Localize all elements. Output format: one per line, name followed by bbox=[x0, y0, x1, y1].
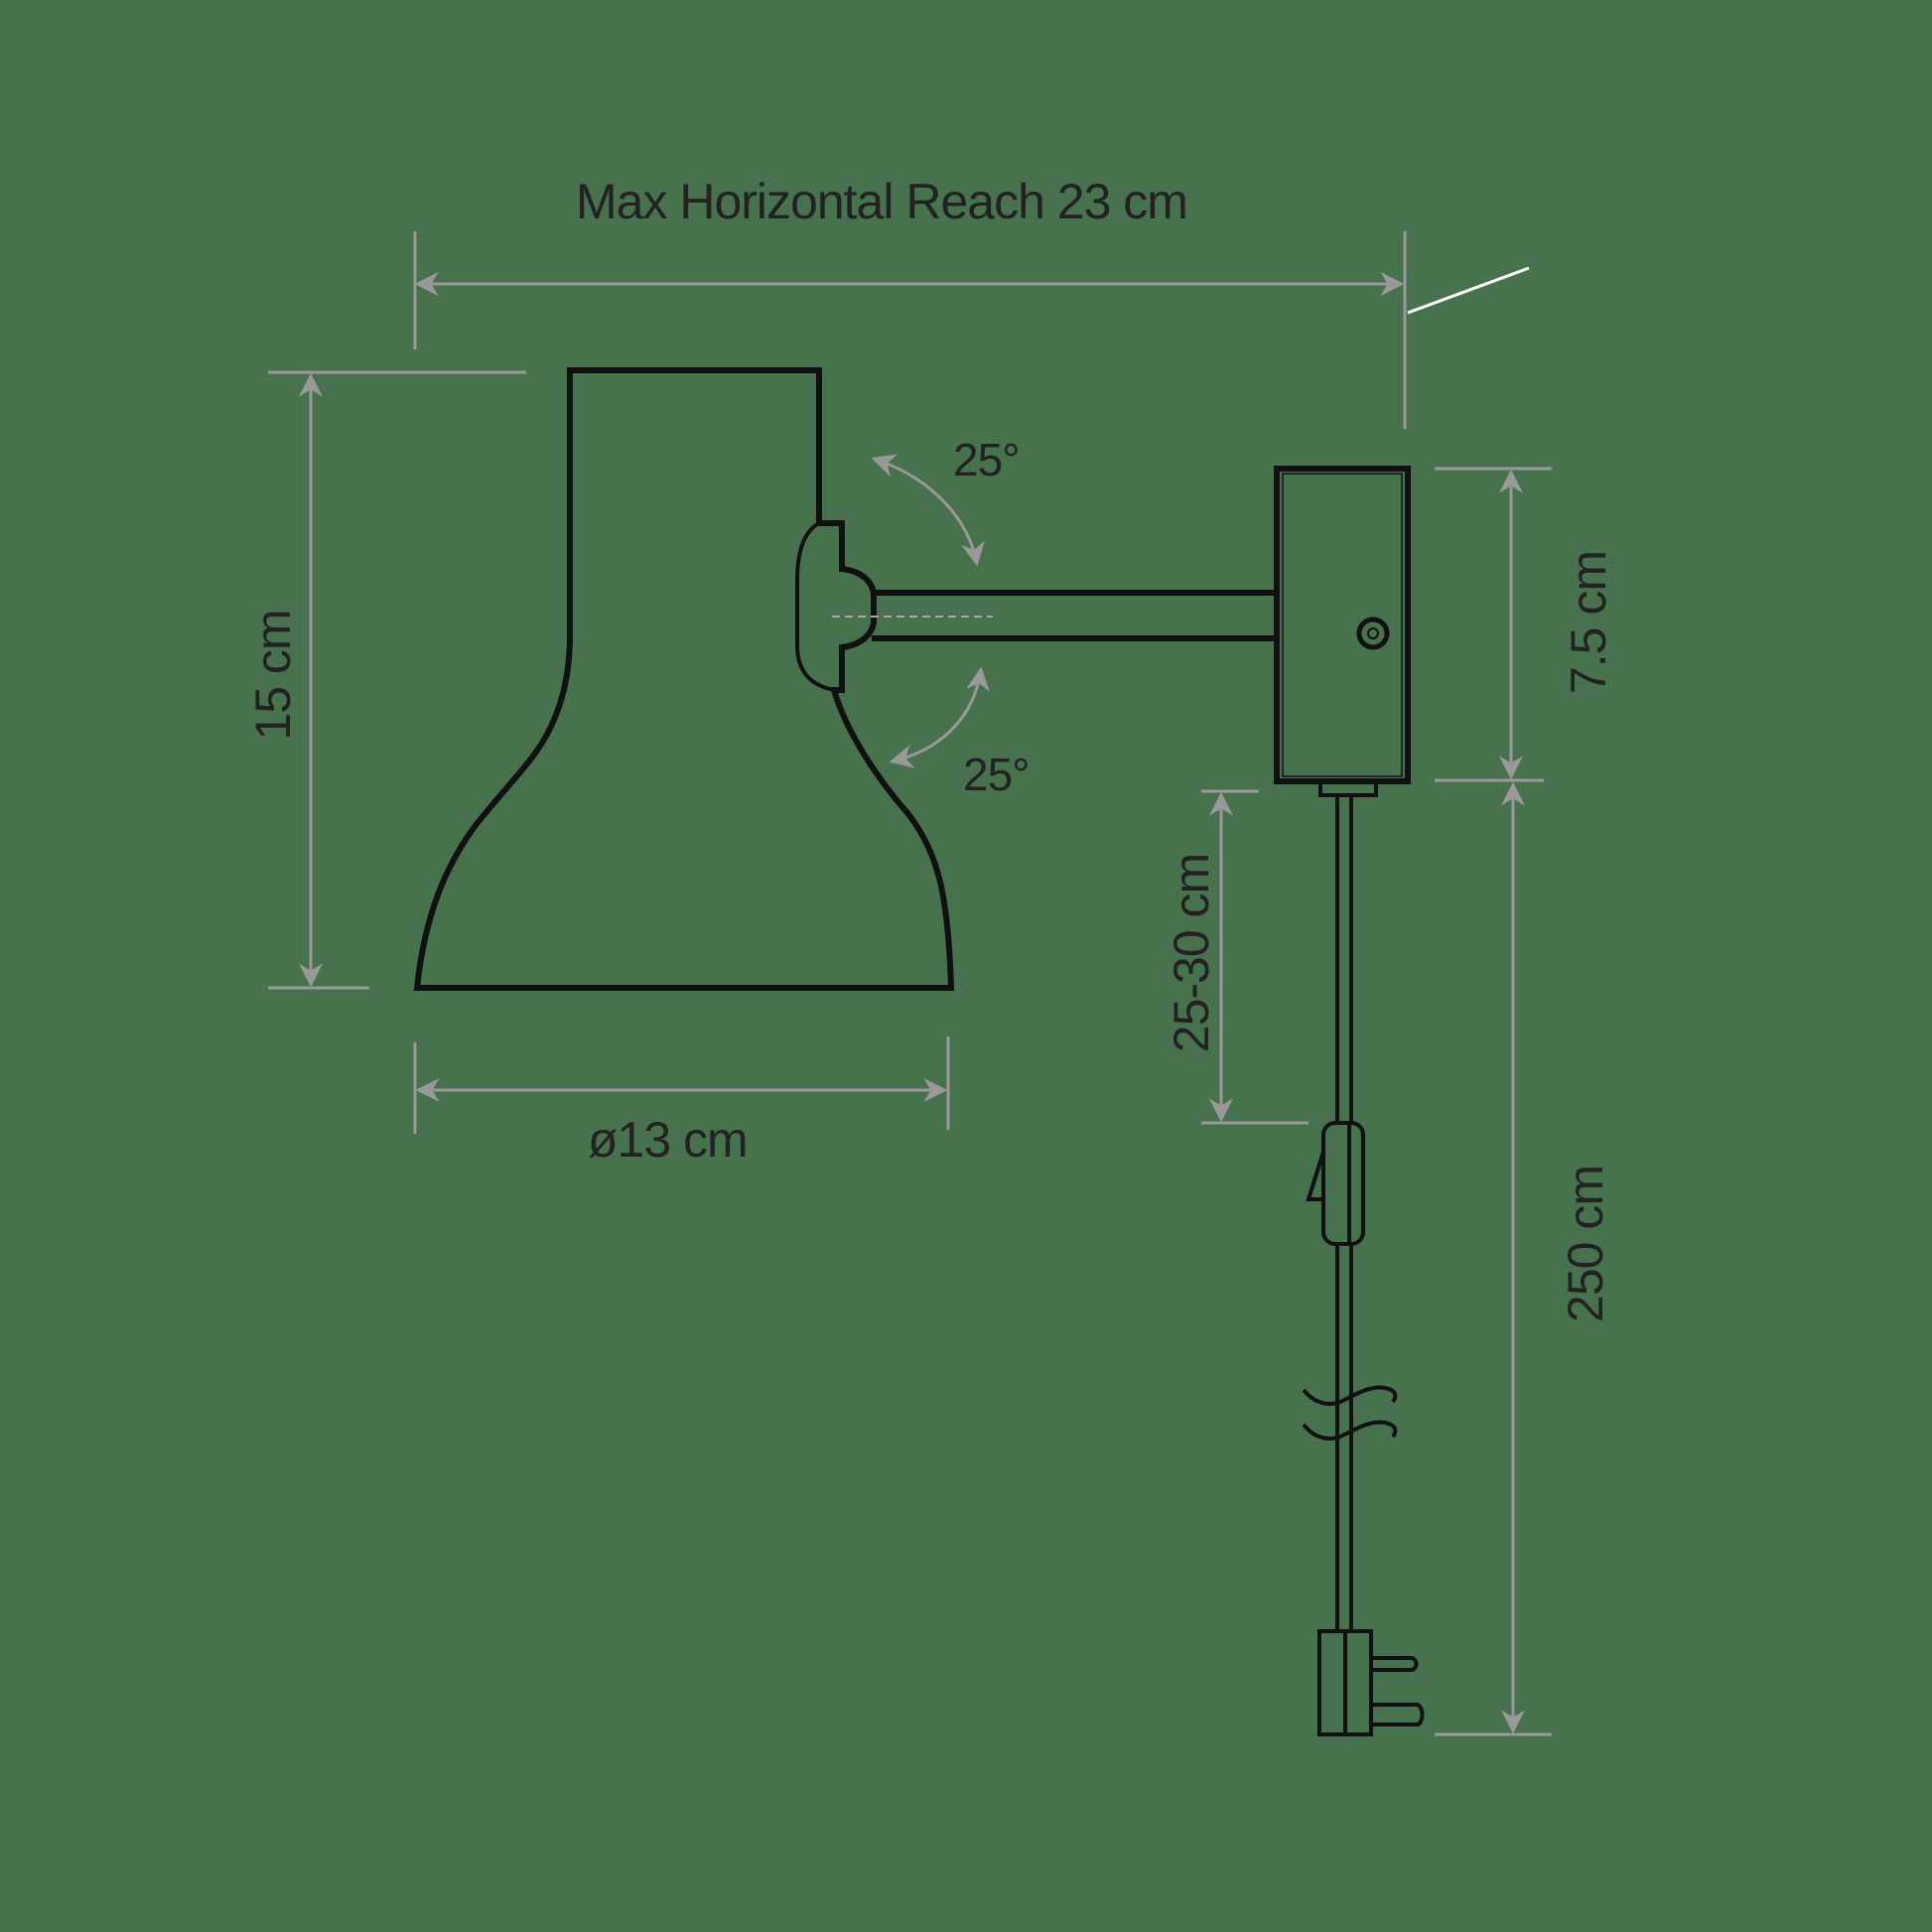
tilt-up-arrow bbox=[871, 454, 985, 567]
lamp-shade bbox=[413, 367, 955, 991]
shade-diameter-dimension bbox=[413, 1036, 950, 1134]
switch-distance-label: 25-30 cm bbox=[1164, 853, 1219, 1053]
tilt-up-label: 25° bbox=[953, 434, 1021, 485]
wall-mount bbox=[1274, 466, 1411, 797]
inline-switch bbox=[1306, 1121, 1365, 1246]
shade-diameter-label: ø13 cm bbox=[588, 1112, 749, 1168]
switch-distance-dimension bbox=[1201, 789, 1309, 1125]
power-plug bbox=[1317, 1629, 1425, 1736]
tilt-down-arrow bbox=[889, 666, 991, 768]
cable-length-dimension bbox=[1435, 781, 1552, 1736]
shade-height-label: 15 cm bbox=[245, 610, 301, 741]
tilt-down-label: 25° bbox=[963, 749, 1031, 800]
lamp-arm bbox=[872, 590, 1277, 641]
backplate-height-label: 7.5 cm bbox=[1561, 550, 1616, 695]
cable-length-label: 250 cm bbox=[1558, 1166, 1613, 1322]
white-leader-line bbox=[1407, 266, 1530, 315]
backplate-height-dimension bbox=[1435, 467, 1552, 782]
cable-break-icon bbox=[1302, 1385, 1398, 1406]
power-cable bbox=[1302, 795, 1398, 1630]
max-reach-dimension bbox=[413, 231, 1530, 429]
mount-screw-icon bbox=[1356, 617, 1390, 650]
shade-knuckle bbox=[795, 521, 835, 692]
shade-height-dimension bbox=[268, 370, 526, 990]
max-reach-label: Max Horizontal Reach 23 cm bbox=[576, 174, 1188, 229]
